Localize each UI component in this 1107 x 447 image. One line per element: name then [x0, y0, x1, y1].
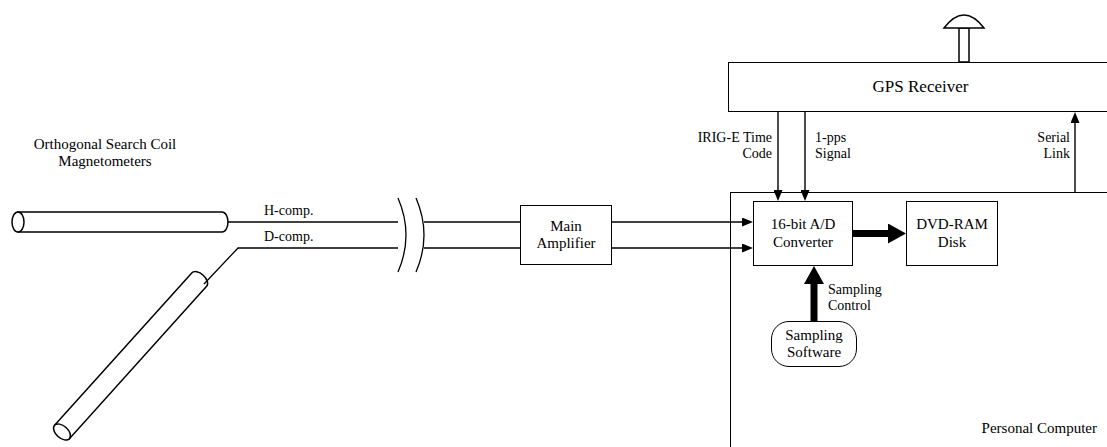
antenna-mast — [959, 28, 969, 62]
signal-arrow — [1074, 123, 1075, 192]
edge-label: Sampling Control — [826, 282, 910, 314]
thick-arrow — [853, 230, 888, 237]
signal-name: D-comp. — [262, 229, 336, 245]
signal-arrow — [804, 112, 805, 190]
edge-label: 1-pps Signal — [813, 130, 877, 162]
edge-label: IRIG-E Time Code — [688, 130, 774, 162]
edge-label: Serial Link — [1012, 130, 1072, 162]
receiver-box: GPS Receiver — [728, 62, 1107, 112]
signal-name: H-comp. — [262, 203, 336, 219]
box-text: Sampling Software — [777, 327, 851, 362]
amplifier-box: Main Amplifier — [520, 205, 612, 265]
search-coil — [18, 212, 228, 232]
search-coil — [55, 269, 211, 439]
h-wire — [228, 221, 398, 222]
signal-arrow — [612, 221, 742, 222]
box-text: DVD-RAM Disk — [912, 216, 992, 251]
box-text: Main Amplifier — [526, 218, 606, 253]
disk-box: DVD-RAM Disk — [906, 201, 998, 266]
break-mark — [398, 198, 406, 272]
software-box: Sampling Software — [771, 321, 857, 367]
box-text: Personal Computer — [982, 420, 1097, 437]
antenna-dome — [944, 15, 984, 28]
coil-end — [12, 212, 24, 232]
box-text: GPS Receiver — [873, 77, 969, 97]
wire — [424, 247, 520, 248]
break-mark — [416, 198, 424, 272]
computer-box: Personal Computer 16-bit A/D Converter DVD… — [730, 192, 1107, 447]
coil-end — [51, 421, 74, 443]
d-wire — [204, 248, 398, 284]
thick-arrow — [811, 284, 818, 321]
figure-title: Orthogonal Search Coil Magnetometers — [8, 136, 202, 171]
box-text: 16-bit A/D Converter — [759, 216, 847, 251]
signal-arrow — [612, 247, 742, 248]
converter-box: 16-bit A/D Converter — [753, 201, 853, 266]
signal-arrow — [777, 112, 778, 190]
wire — [424, 221, 520, 222]
